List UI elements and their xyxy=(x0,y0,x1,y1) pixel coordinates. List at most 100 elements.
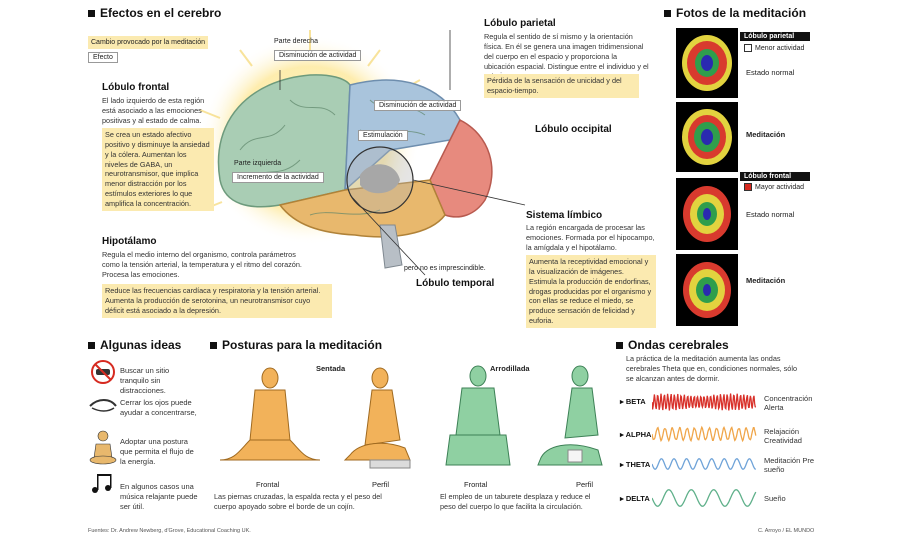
kneeling-front-figure xyxy=(445,365,511,466)
frontal-photo-header: Lóbulo frontal xyxy=(740,172,810,181)
frontal-text: El lado izquierdo de esta región está as… xyxy=(102,96,205,125)
idea-4: En algunos casos una música relajante pu… xyxy=(120,482,198,511)
parietal-title: Lóbulo parietal xyxy=(484,18,556,29)
less-activity-legend: Menor actividad xyxy=(744,44,804,52)
wave-delta-desc: Sueño xyxy=(764,494,786,503)
less-activity-text: Menor actividad xyxy=(755,44,805,52)
closed-eye-icon xyxy=(89,399,117,412)
scan-parietal-meditation xyxy=(676,102,738,172)
limbic-structure xyxy=(360,164,400,194)
seated-profile-figure xyxy=(343,367,411,469)
parietal-photo-header: Lóbulo parietal xyxy=(740,32,810,41)
limbic-title: Sistema límbico xyxy=(526,210,603,221)
photo-normal-2: Estado normal xyxy=(746,210,795,219)
hypothalamus-title: Hipotálamo xyxy=(102,236,157,247)
more-activity-text: Mayor actividad xyxy=(755,183,805,191)
kneeling-caption: El empleo de un taburete desplaza y redu… xyxy=(440,492,591,511)
postures-section-title: Posturas para la meditación xyxy=(210,338,382,352)
ideas-title-text: Algunas ideas xyxy=(100,338,182,352)
occipital-lobe-shape xyxy=(429,118,493,218)
kneeling-front-label: Frontal xyxy=(464,480,488,489)
brain-section-title: Efectos en el cerebro xyxy=(88,6,221,20)
wave-beta-name: BETA xyxy=(625,397,646,406)
photos-title-text: Fotos de la meditación xyxy=(676,6,807,20)
kneeling-profile-figure xyxy=(537,365,603,466)
posture-figures xyxy=(219,365,603,469)
less-activity-swatch xyxy=(744,44,752,52)
hypothalamus-text: Regula el medio interno del organismo, c… xyxy=(102,250,302,279)
limbic-effect: Aumenta la receptividad emocional y la v… xyxy=(526,255,656,328)
limbic-text: La región encargada de procesar las emoc… xyxy=(526,223,655,252)
scan-parietal-normal xyxy=(676,28,738,98)
seated-front-figure xyxy=(219,367,321,461)
kneeling-profile-label: Perfil xyxy=(576,480,594,489)
hypothalamus-effect: Reduce las frecuencias cardíaca y respir… xyxy=(102,284,332,318)
leader-lines xyxy=(279,30,526,276)
section-bullet xyxy=(210,341,217,349)
wave-alpha-name: ALPHA xyxy=(625,430,652,439)
waves-title-text: Ondas cerebrales xyxy=(628,338,729,352)
section-bullet xyxy=(88,341,95,349)
postures-title-text: Posturas para la meditación xyxy=(222,338,383,352)
kneeling-label: Arrodillada xyxy=(490,364,530,373)
wave-trace-beta xyxy=(652,393,757,411)
photo-meditation-2: Meditación xyxy=(746,276,786,285)
idea-1: Buscar un sitio tranquilo sin distraccio… xyxy=(120,366,170,395)
photo-meditation-1: Meditación xyxy=(746,130,786,139)
wave-delta-name: DELTA xyxy=(625,494,650,503)
brain-waves-plot xyxy=(652,393,757,507)
seated-front-label: Frontal xyxy=(256,480,280,489)
seated-caption: Las piernas cruzadas, la espalda recta y… xyxy=(214,492,382,511)
photos-section-title: Fotos de la meditación xyxy=(664,6,806,20)
legend-change: Cambio provocado por la meditación xyxy=(88,36,209,50)
wave-alpha-label: ▸ ALPHA xyxy=(620,430,652,439)
occipital-title: Lóbulo occipital xyxy=(535,124,612,135)
seated-label: Sentada xyxy=(316,364,346,373)
right-side-value: Disminución de actividad xyxy=(274,50,362,61)
section-bullet xyxy=(616,341,623,349)
parietal-effect: Pérdida de la sensación de unicidad y de… xyxy=(484,74,639,98)
no-phone-icon xyxy=(91,360,115,384)
meditating-figure-icon xyxy=(89,430,117,465)
frontal-effect: Se crea un estado afectivo positivo y di… xyxy=(102,128,214,211)
brainstem-shape xyxy=(379,224,403,269)
left-side-label: Parte izquierda xyxy=(234,160,282,167)
brain-title-text: Efectos en el cerebro xyxy=(100,6,222,20)
wave-theta-desc: Meditación Pre sueño xyxy=(764,456,815,475)
photo-normal-1: Estado normal xyxy=(746,68,795,77)
footer-credit: C. Arroyo / EL MUNDO xyxy=(758,528,815,534)
wave-trace-theta xyxy=(652,458,756,470)
scan-images xyxy=(676,28,738,328)
footer-sources: Fuentes: Dr. Andrew Newberg, d'Grove, Ed… xyxy=(88,528,251,534)
wave-trace-delta xyxy=(652,489,757,507)
idea-3: Adoptar una postura que permita el flujo… xyxy=(120,437,194,466)
music-notes-icon xyxy=(92,474,112,493)
frontal-title: Lóbulo frontal xyxy=(102,82,170,93)
wave-beta-label: ▸ BETA xyxy=(620,397,646,406)
more-activity-swatch xyxy=(744,183,752,191)
right-side-label: Parte derecha xyxy=(274,38,318,45)
ideas-icons xyxy=(89,360,117,493)
seated-profile-label: Perfil xyxy=(372,480,390,489)
wave-theta-label: ▸ THETA xyxy=(620,460,651,469)
parietal-decrease-tag: Disminución de actividad xyxy=(374,100,462,111)
more-activity-legend: Mayor actividad xyxy=(744,183,804,191)
temporal-title: Lóbulo temporal xyxy=(416,278,495,289)
wave-theta-name: THETA xyxy=(625,460,651,469)
section-bullet xyxy=(664,9,671,17)
waves-intro: La práctica de la meditación aumenta las… xyxy=(626,354,798,383)
wave-delta-label: ▸ DELTA xyxy=(620,494,650,503)
ideas-section-title: Algunas ideas xyxy=(88,338,181,352)
not-essential-text: pero no es imprescindible. xyxy=(404,265,486,272)
waves-section-title: Ondas cerebrales xyxy=(616,338,729,352)
wave-trace-alpha xyxy=(652,425,757,443)
stimulation-tag: Estimulación xyxy=(358,130,408,141)
legend-effect: Efecto xyxy=(88,52,118,63)
idea-2: Cerrar los ojos puede ayudar a concentra… xyxy=(120,398,197,417)
section-bullet xyxy=(88,9,95,17)
left-side-value: Incremento de la actividad xyxy=(232,172,324,183)
wave-beta-desc: Concentración Alerta xyxy=(764,394,813,413)
scan-frontal-normal xyxy=(676,178,738,250)
scan-frontal-meditation xyxy=(676,254,738,326)
wave-alpha-desc: Relajación Creatividad xyxy=(764,427,802,446)
